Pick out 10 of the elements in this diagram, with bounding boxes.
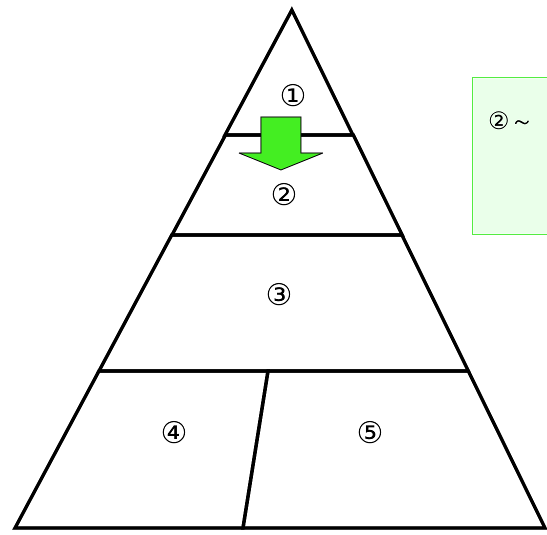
pyramid-tier <box>15 371 268 528</box>
pyramid-tier <box>98 235 468 371</box>
note-text: ②～ <box>488 106 534 137</box>
circled-number: ③ <box>266 279 292 313</box>
circled-number: ⑤ <box>356 417 384 451</box>
pyramid-tier <box>243 371 545 528</box>
circled-number: ④ <box>160 417 188 451</box>
note-box <box>472 77 547 235</box>
pyramid-tier <box>172 135 402 235</box>
circled-number: ② <box>270 179 298 213</box>
